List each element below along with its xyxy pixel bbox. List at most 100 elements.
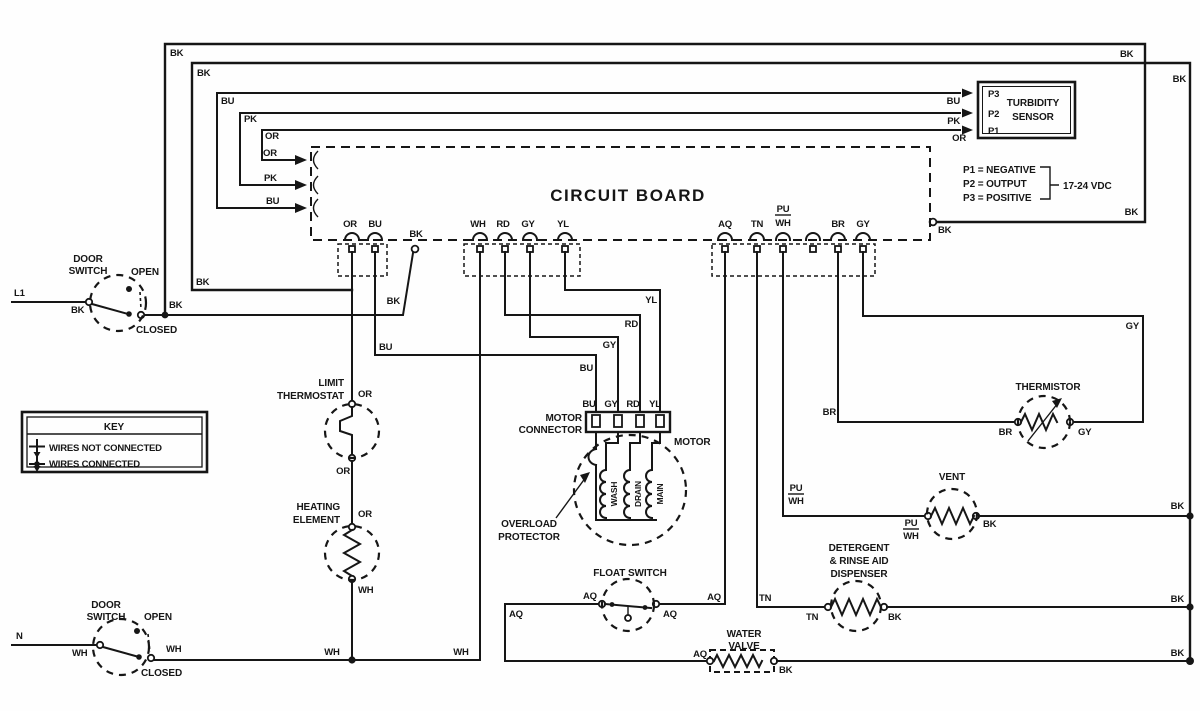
pin-label-p2: P2 [988, 109, 999, 120]
wire-label-pu: PU [905, 518, 918, 529]
wire-label-wh: WH [324, 647, 340, 658]
wire-label-bu: BU [947, 96, 961, 107]
wire-label-pu: PU [790, 483, 803, 494]
key-row-not-connected: WIRES NOT CONNECTED [49, 443, 162, 454]
limit-thermostat-name-line2: THERMOSTAT [277, 391, 344, 402]
switch-state-open: OPEN [144, 612, 172, 623]
winding-label-main: MAIN [655, 483, 665, 504]
wire-label-aq: AQ [707, 592, 721, 603]
overload-label-line2: PROTECTOR [498, 532, 561, 543]
wire-label-rd: RD [625, 319, 639, 330]
limit-thermostat-name-line1: LIMIT [318, 378, 344, 389]
wire-label-wh: WH [903, 531, 919, 542]
door-switch-name-line1: DOOR [91, 600, 121, 611]
terminal-label-gy: GY [521, 219, 535, 230]
terminal-label-bk: BK [409, 229, 423, 240]
terminal-label-rd: RD [496, 219, 510, 230]
wire-label-bk: BK [1173, 74, 1187, 85]
winding-label-drain: DRAIN [633, 481, 643, 507]
door-switch-name-line2: SWITCH [69, 266, 108, 277]
line-label-l1: L1 [14, 288, 26, 299]
terminal-label-tn: TN [751, 219, 764, 230]
line-label-n: N [16, 631, 23, 642]
wire-label-wh: WH [72, 648, 88, 659]
turbidity-name-line2: SENSOR [1012, 112, 1055, 123]
legend-p3: P3 = POSITIVE [963, 193, 1032, 204]
wire-runs: WH WH BU BU RD GY YL BR GY PU WH TN [153, 251, 1144, 664]
key-row-connected: WIRES CONNECTED [49, 459, 140, 470]
wire-label-bu: BU [379, 342, 393, 353]
switch-state-closed: CLOSED [136, 325, 177, 336]
door-switch-name-line1: DOOR [73, 254, 103, 265]
winding-label-wash: WASH [609, 482, 619, 507]
door-switch-top: L1 DOOR SWITCH OPEN CLOSED BK BK BK [11, 251, 415, 336]
wire-label-bk: BK [938, 225, 952, 236]
pin-label-rd: RD [626, 399, 640, 410]
terminal-label-or: OR [343, 219, 357, 230]
board-terminals [337, 232, 876, 277]
wire-label-gy: GY [1126, 321, 1140, 332]
overload-label-line1: OVERLOAD [501, 519, 557, 530]
water-valve: WATER VALVE AQ BK [693, 629, 1191, 676]
terminal-label-pu: PU [777, 204, 790, 215]
pin-label-p1: P1 [988, 126, 1000, 137]
wire-label-aq: AQ [663, 609, 677, 620]
terminal-label-br: BR [831, 219, 845, 230]
wire-label-wh: WH [453, 647, 469, 658]
motor-connector-label-line2: CONNECTOR [519, 425, 583, 436]
key-title: KEY [104, 422, 125, 433]
wire-label-yl: YL [645, 295, 657, 306]
wire-label-bk: BK [888, 612, 902, 623]
wire-label-br: BR [999, 427, 1013, 438]
wire-label-bk: BK [779, 665, 793, 676]
wire-label-gy: GY [603, 340, 617, 351]
heating-element: HEATING ELEMENT OR WH [293, 460, 381, 661]
float-switch: FLOAT SWITCH AQ AQ AQ AQ [504, 568, 721, 662]
wire-label-pk: PK [947, 116, 960, 127]
voltage-label: 17-24 VDC [1063, 181, 1112, 192]
wire-label-bk: BK [196, 277, 210, 288]
key-legend: KEY WIRES NOT CONNECTED WIRES CONNECTED [20, 410, 209, 474]
wire-label-tn: TN [806, 612, 819, 623]
dispenser-label-line3: DISPENSER [831, 569, 889, 580]
vent: VENT PU WH BK [903, 472, 1191, 542]
wire-label-or: OR [265, 131, 279, 142]
wire-label-bk: BK [71, 305, 85, 316]
limit-thermostat: LIMIT THERMOSTAT OR OR [277, 251, 381, 477]
motor-connector-label-line1: MOTOR [545, 413, 582, 424]
wire-label-br: BR [823, 407, 837, 418]
legend-p2: P2 = OUTPUT [963, 179, 1027, 190]
wire-label-aq: AQ [693, 649, 707, 660]
wire-label-bk: BK [170, 48, 184, 59]
wire-label-bu: BU [580, 363, 594, 374]
door-switch-name-line2: SWITCH [87, 612, 126, 623]
wire-label-bk: BK [1171, 501, 1185, 512]
switch-state-closed: CLOSED [141, 668, 182, 679]
motor-assembly: BU GY RD YL MOTOR CONNECTOR MOTOR WASH D… [498, 399, 712, 547]
wire-label-or: OR [358, 509, 372, 520]
wire-label-wh: WH [166, 644, 182, 655]
bk-outer-loop-a: BK BK BK BK [163, 42, 1147, 317]
vent-label: VENT [939, 472, 965, 483]
thermistor-label: THERMISTOR [1016, 382, 1082, 393]
terminal-label-bu: BU [368, 219, 382, 230]
bk-outer-loop-b: BK BK BK BK BK BK [190, 61, 1194, 665]
dispenser-label-line1: DETERGENT [829, 543, 890, 554]
circuit-board: CIRCUIT BOARD OR BU [295, 146, 931, 277]
wire-label-tn: TN [759, 593, 772, 604]
turbidity-sensor: TURBIDITY SENSOR P3 P2 P1 BU PK OR BU PK… [216, 80, 1112, 209]
wire-label-gy: GY [1078, 427, 1092, 438]
wire-label-bk: BK [1171, 594, 1185, 605]
detergent-dispenser: DETERGENT & RINSE AID DISPENSER TN BK [806, 543, 1191, 633]
door-switch-bottom: N DOOR SWITCH OPEN CLOSED WH WH [11, 600, 182, 679]
wire-label-or: OR [952, 133, 966, 144]
terminal-label-wh: WH [470, 219, 486, 230]
thermistor: THERMISTOR BR GY [999, 382, 1092, 450]
pin-label-p3: P3 [988, 89, 999, 100]
wire-label-wh: WH [788, 496, 804, 507]
wire-label-bk: BK [387, 296, 401, 307]
switch-state-open: OPEN [131, 267, 159, 278]
circuit-board-title: CIRCUIT BOARD [550, 186, 706, 205]
